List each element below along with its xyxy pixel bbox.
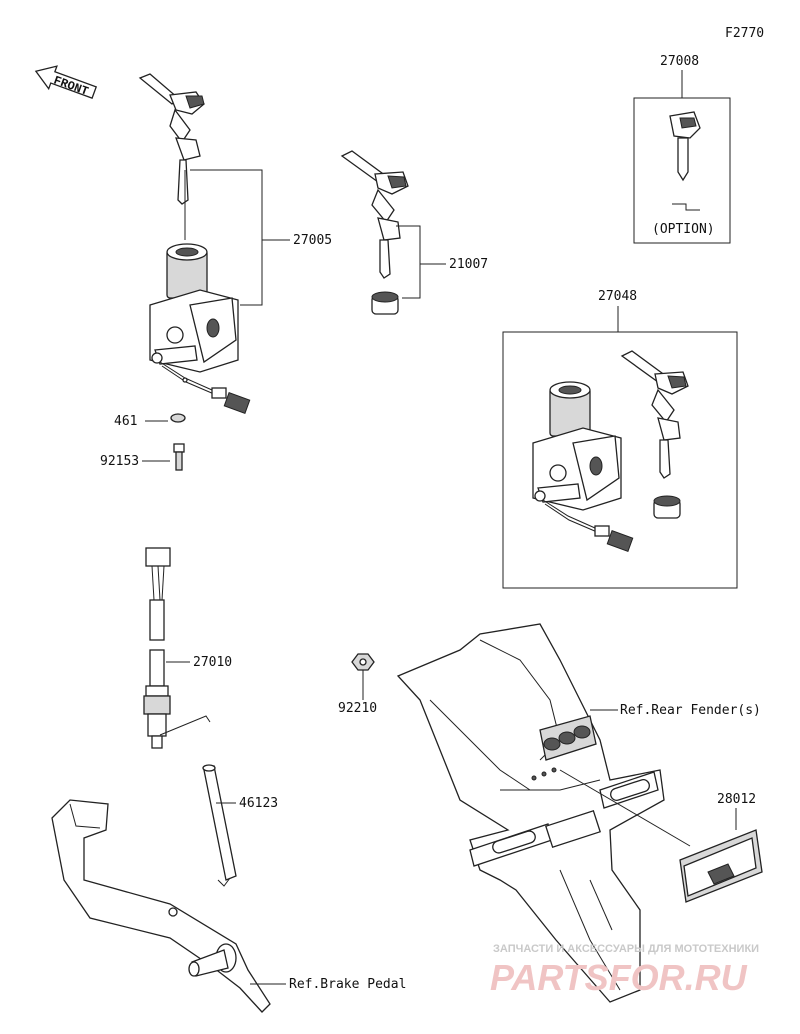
- bolt-92153: [173, 443, 185, 471]
- key-cap-27048: [653, 495, 681, 519]
- ignition-switch-27005: [149, 243, 251, 414]
- washer-461: [170, 413, 186, 423]
- part-label-27008: 27008: [660, 54, 699, 69]
- key-27008: [669, 111, 701, 211]
- part-label-92210: 92210: [338, 701, 377, 716]
- part-label-27005: 27005: [293, 233, 332, 248]
- part-label-27010: 27010: [193, 655, 232, 670]
- brake-switch-27010: [143, 547, 171, 749]
- ignition-switch-27048: [532, 381, 634, 552]
- key-21007: [340, 150, 409, 279]
- watermark-logo: PARTSFOR.RU: [490, 957, 748, 998]
- ref-label-rear-fender: Ref.Rear Fender(s): [620, 703, 761, 718]
- rear-fender-bracket: [396, 623, 665, 1003]
- diagram-code: F2770: [725, 26, 764, 41]
- kit-box-27048: [502, 331, 738, 589]
- part-label-28012: 28012: [717, 792, 756, 807]
- spring-46123: [159, 715, 237, 887]
- option-label: (OPTION): [652, 222, 715, 237]
- part-label-27048: 27048: [598, 289, 637, 304]
- key-27048: [620, 350, 689, 479]
- key-cap-21007: [371, 291, 399, 315]
- front-arrow: FRONT: [34, 65, 98, 99]
- part-label-21007: 21007: [449, 257, 488, 272]
- part-label-46123: 46123: [239, 796, 278, 811]
- brake-pedal: [51, 799, 271, 1013]
- part-label-461: 461: [114, 414, 137, 429]
- part-label-92153: 92153: [100, 454, 139, 469]
- watermark-tagline: ЗАПЧАСТИ И АКСЕССУАРЫ ДЛЯ МОТОТЕХНИКИ: [493, 943, 759, 955]
- ignition-key-27005: [138, 73, 205, 240]
- option-box: [633, 97, 731, 244]
- ref-label-brake-pedal: Ref.Brake Pedal: [289, 977, 406, 992]
- reflector-28012: [679, 829, 763, 903]
